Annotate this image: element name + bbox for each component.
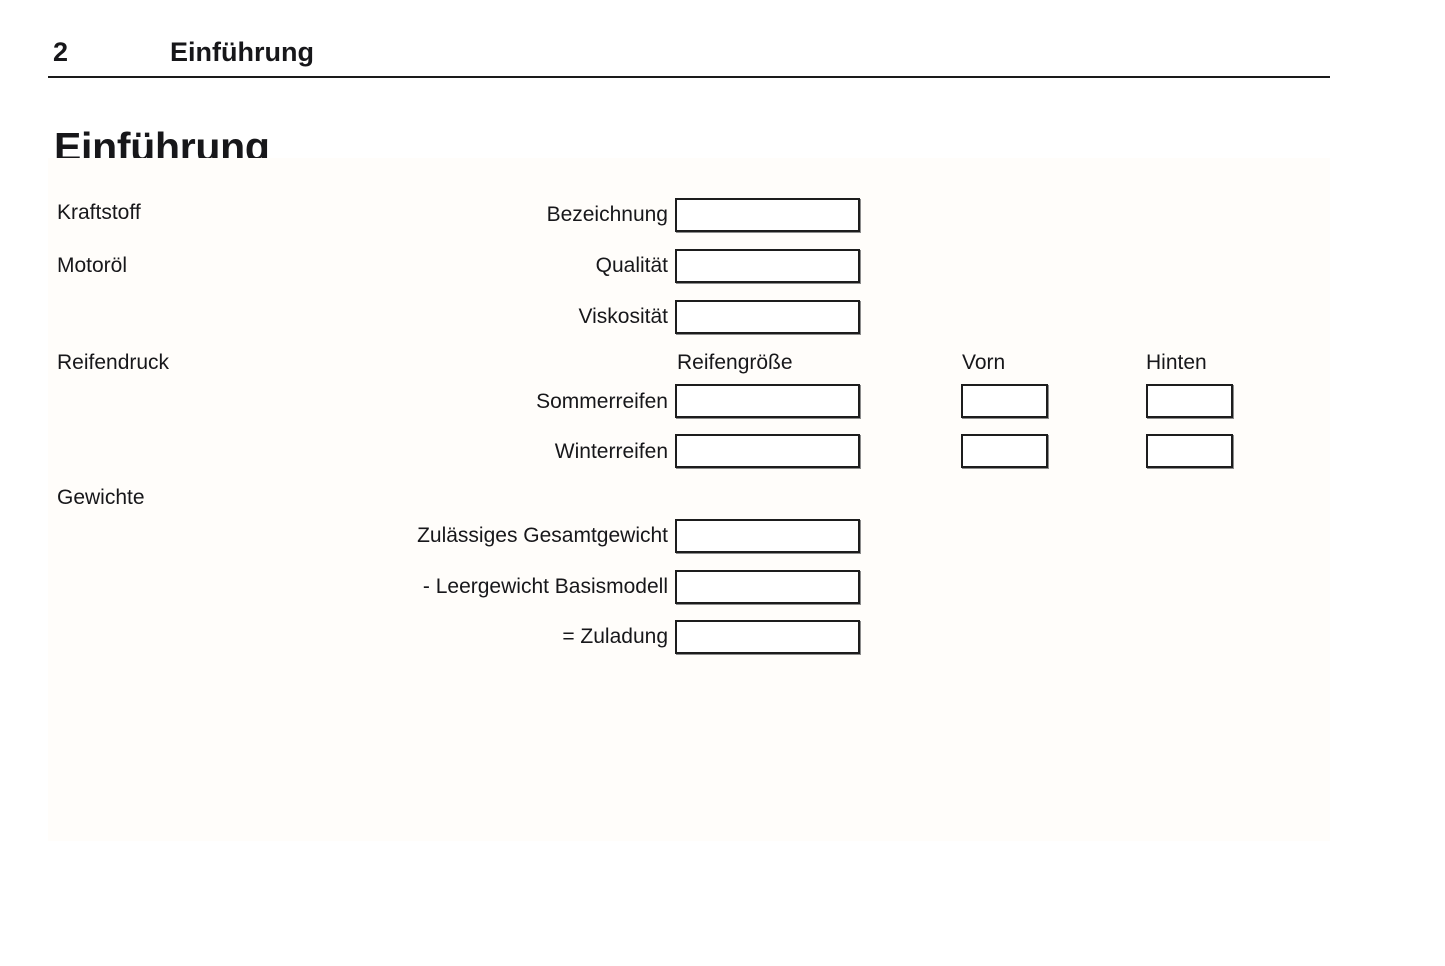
page-running-header: 2 Einführung [48, 36, 1330, 78]
column-header-hinten: Hinten [1146, 351, 1207, 374]
field-viskositaet[interactable] [675, 300, 860, 334]
field-qualitaet[interactable] [675, 249, 860, 283]
row-label-bezeichnung: Bezeichnung [546, 203, 668, 226]
field-winterreifen-hinten[interactable] [1146, 434, 1233, 468]
row-label-viskositaet: Viskosität [578, 305, 669, 328]
section-label-gewichte: Gewichte [57, 486, 145, 509]
field-winterreifen-reifengroesse[interactable] [675, 434, 860, 468]
field-leergewicht-basismodell[interactable] [675, 570, 860, 604]
column-header-vorn: Vorn [962, 351, 1006, 374]
field-zulaessiges-gesamtgewicht[interactable] [675, 519, 860, 553]
row-label-winterreifen: Winterreifen [554, 440, 668, 463]
header-chapter-name: Einführung [170, 37, 314, 67]
section-label-reifendruck: Reifendruck [57, 351, 170, 374]
field-sommerreifen-vorn[interactable] [961, 384, 1048, 418]
row-label-leergewicht-basismodell: - Leergewicht Basismodell [422, 575, 668, 598]
page-number: 2 [53, 37, 69, 67]
field-winterreifen-vorn[interactable] [961, 434, 1048, 468]
column-header-reifengroesse: Reifengröße [677, 351, 793, 374]
section-label-kraftstoff: Kraftstoff [57, 201, 141, 224]
vehicle-data-form-panel: Kraftstoff Motoröl Reifendruck Gewichte … [48, 158, 1330, 841]
row-label-zuladung: = Zuladung [562, 625, 668, 648]
field-bezeichnung[interactable] [675, 198, 860, 232]
field-sommerreifen-hinten[interactable] [1146, 384, 1233, 418]
row-label-qualitaet: Qualität [595, 254, 668, 277]
row-label-sommerreifen: Sommerreifen [536, 390, 668, 413]
row-label-zulaessiges-gesamtgewicht: Zulässiges Gesamtgewicht [417, 524, 668, 547]
section-label-motoroel: Motoröl [57, 254, 128, 277]
field-zuladung[interactable] [675, 620, 860, 654]
field-sommerreifen-reifengroesse[interactable] [675, 384, 860, 418]
